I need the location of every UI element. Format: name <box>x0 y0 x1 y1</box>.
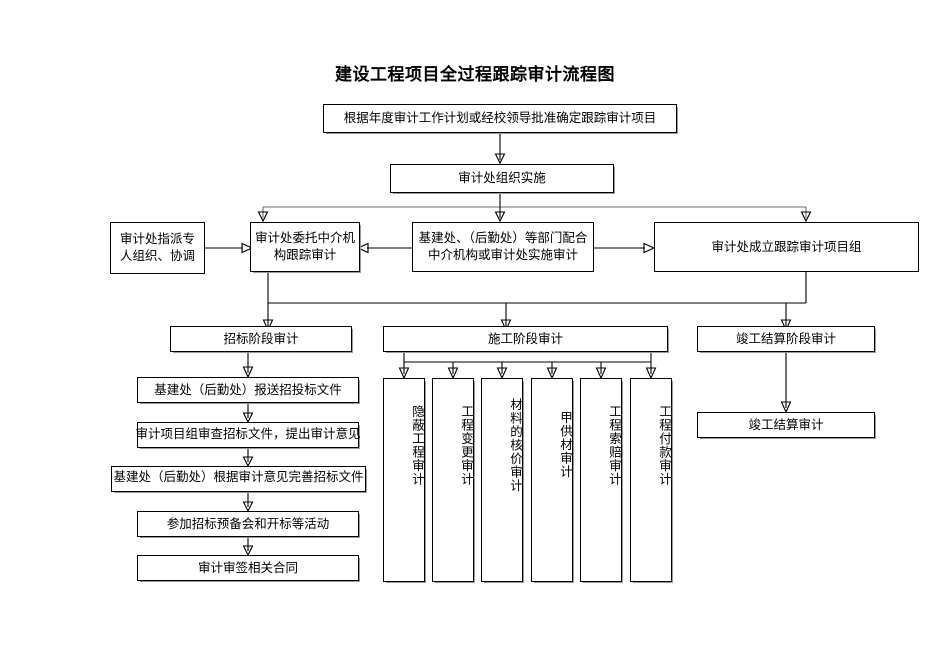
construction-item-3[interactable]: 材料的核价审计 <box>481 378 523 582</box>
construction-item-1[interactable]: 隐蔽工程审计 <box>383 378 425 582</box>
node-project-team-label: 审计处成立跟踪审计项目组 <box>711 239 862 254</box>
construction-item-4[interactable]: 甲供材审计 <box>531 378 573 582</box>
bidding-step-2-label: 审计项目组审查招标文件，提出审计意见 <box>135 427 361 441</box>
node-stage-bidding[interactable]: 招标阶段审计 <box>170 326 352 352</box>
construction-item-4-label: 甲供材审计 <box>558 411 572 479</box>
node-settlement-audit[interactable]: 竣工结算审计 <box>697 412 875 438</box>
node-departments-cooperate[interactable]: 基建处、（后勤处）等部门配合中介机构或审计处实施审计 <box>412 222 594 272</box>
construction-item-2[interactable]: 工程变更审计 <box>432 378 474 582</box>
node-start[interactable]: 根据年度审计工作计划或经校领导批准确定跟踪审计项目 <box>323 104 677 133</box>
construction-item-3-label: 材料的核价审计 <box>508 397 522 493</box>
node-entrust-agency-label: 审计处委托中介机构跟踪审计 <box>255 231 356 262</box>
node-entrust-agency[interactable]: 审计处委托中介机构跟踪审计 <box>250 222 360 272</box>
bidding-step-2[interactable]: 审计项目组审查招标文件，提出审计意见 <box>135 422 361 448</box>
bidding-step-4-label: 参加招标预备会和开标等活动 <box>166 516 330 531</box>
bidding-step-1[interactable]: 基建处（后勤处）报送招投标文件 <box>137 377 359 403</box>
bidding-step-5[interactable]: 审计审签相关合同 <box>137 555 359 581</box>
construction-item-6-label: 工程付款审计 <box>657 404 671 486</box>
construction-item-2-label: 工程变更审计 <box>459 404 473 486</box>
node-organize[interactable]: 审计处组织实施 <box>390 164 614 193</box>
page-title: 建设工程项目全过程跟踪审计流程图 <box>335 65 615 84</box>
node-assign-staff[interactable]: 审计处指派专人组织、协调 <box>110 222 205 274</box>
bidding-step-4[interactable]: 参加招标预备会和开标等活动 <box>137 511 359 537</box>
construction-item-5[interactable]: 工程索赔审计 <box>580 378 622 582</box>
node-stage-settlement-label: 竣工结算阶段审计 <box>735 331 836 346</box>
bidding-step-3-label: 基建处（后勤处）根据审计意见完善招标文件 <box>113 470 364 484</box>
node-organize-label: 审计处组织实施 <box>458 171 546 186</box>
construction-item-6[interactable]: 工程付款审计 <box>630 378 672 582</box>
node-stage-construction[interactable]: 施工阶段审计 <box>383 326 668 352</box>
bidding-step-5-label: 审计审签相关合同 <box>197 560 298 575</box>
node-stage-construction-label: 施工阶段审计 <box>487 331 563 346</box>
construction-item-5-label: 工程索赔审计 <box>607 404 621 486</box>
node-stage-bidding-label: 招标阶段审计 <box>223 331 299 346</box>
node-settlement-audit-label: 竣工结算审计 <box>748 417 824 432</box>
node-start-label: 根据年度审计工作计划或经校领导批准确定跟踪审计项目 <box>343 111 657 126</box>
node-departments-cooperate-label: 基建处、（后勤处）等部门配合中介机构或审计处实施审计 <box>418 231 588 262</box>
node-project-team[interactable]: 审计处成立跟踪审计项目组 <box>654 222 919 272</box>
bidding-step-3[interactable]: 基建处（后勤处）根据审计意见完善招标文件 <box>111 466 366 492</box>
node-assign-staff-label: 审计处指派专人组织、协调 <box>119 232 195 263</box>
bidding-step-1-label: 基建处（后勤处）报送招投标文件 <box>154 382 342 397</box>
node-stage-settlement[interactable]: 竣工结算阶段审计 <box>697 326 875 352</box>
construction-item-1-label: 隐蔽工程审计 <box>410 404 424 486</box>
